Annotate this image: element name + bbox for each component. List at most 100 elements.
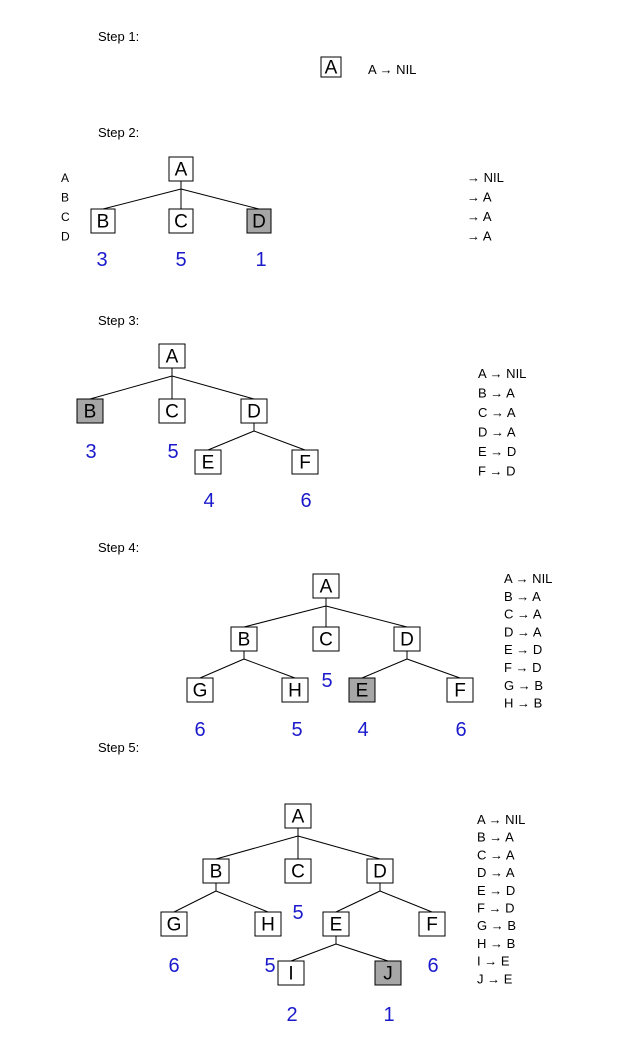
step-3-cost-b: 3	[85, 441, 96, 463]
edge-B-G	[173, 890, 217, 913]
step-4-node-h: H	[288, 681, 302, 702]
step-3-node-f-box	[291, 449, 319, 475]
step-3-node-e: E	[202, 453, 215, 474]
step-2-node-d-box	[246, 208, 272, 234]
step-1-node-a-box	[320, 56, 342, 78]
step-5-node-e-box	[322, 911, 350, 937]
step-4-parent-pointer: H → B	[504, 696, 542, 711]
edge-A-D	[297, 835, 381, 860]
step-4-node-d: D	[400, 630, 414, 651]
step-5-node-j-box	[374, 960, 402, 986]
step-5-node-g-box	[160, 911, 188, 937]
step-2-node-b: B	[97, 212, 110, 233]
edge-B-H	[243, 658, 296, 679]
step-4-node-g-box	[186, 677, 214, 703]
edge-E-I	[290, 943, 337, 962]
step-5-parent-pointer: J → E	[477, 971, 513, 986]
step-5-parent-pointer: C → A	[477, 847, 515, 862]
step-2-open-list-item: D	[61, 230, 70, 244]
step-5-cost-f: 6	[427, 955, 438, 977]
step-4-parent-pointer: B → A	[504, 589, 541, 604]
step-5-cost-i: 2	[286, 1004, 297, 1026]
step-4-cost-e: 4	[357, 719, 368, 741]
step-4-node-e: E	[356, 681, 369, 702]
step-5-node-b-box	[202, 858, 230, 884]
step-4-parent-pointer: D → A	[504, 624, 542, 639]
step-3-node-c: C	[165, 402, 179, 423]
step-4-node-f-box	[446, 677, 474, 703]
step-5-node-h: H	[261, 915, 275, 936]
step-4-label: Step 4:	[98, 540, 139, 555]
step-3-parent-pointer: D → A	[478, 425, 516, 440]
step-3-parent-pointer: F → D	[478, 464, 516, 479]
step-3-parent-pointer: A → NIL	[478, 366, 526, 381]
step-4-node-f: F	[454, 681, 466, 702]
step-5-node-d-box	[366, 858, 394, 884]
step-3-label: Step 3:	[98, 313, 139, 328]
step-4-cost-c: 5	[321, 670, 332, 692]
step-5-label: Step 5:	[98, 740, 139, 755]
step-5-node-g: G	[167, 915, 182, 936]
edge-A-B	[89, 375, 173, 400]
step-5-node-d: D	[373, 862, 387, 883]
step-3-node-f: F	[299, 453, 311, 474]
step-5-node-i-box	[277, 960, 305, 986]
step-3-node-c-box	[158, 398, 186, 424]
step-5-node-f-box	[418, 911, 446, 937]
step-5-parent-pointer: E → D	[477, 883, 515, 898]
step-2-parent-pointer: → A	[467, 229, 492, 244]
edge-D-F	[253, 430, 306, 451]
step-4-parent-pointer: G → B	[504, 678, 543, 693]
step-3-parent-pointer: C → A	[478, 405, 516, 420]
step-2-parent-pointer: → A	[467, 209, 492, 224]
step-2-node-c-box	[168, 208, 194, 234]
step-5-parent-pointer: G → B	[477, 918, 516, 933]
step-5-node-b: B	[210, 862, 223, 883]
step-5-node-c-box	[284, 858, 312, 884]
edge-A-B	[102, 188, 182, 210]
step-3-parent-pointer: E → D	[478, 444, 516, 459]
step-5-cost-c: 5	[292, 902, 303, 924]
step-4-parent-pointer: F → D	[504, 660, 542, 675]
step-4-cost-f: 6	[455, 719, 466, 741]
step-2-open-list-item: B	[61, 191, 69, 205]
step-5-node-c: C	[291, 862, 305, 883]
step-3-parent-pointer: B → A	[478, 386, 515, 401]
step-5-node-j: J	[383, 964, 393, 985]
step-4-node-c: C	[319, 630, 333, 651]
step-5-node-i: I	[288, 964, 293, 985]
step-4-node-b: B	[238, 630, 251, 651]
edge-A-D	[171, 375, 255, 400]
edge-B-G	[199, 658, 245, 679]
step-4-cost-h: 5	[291, 719, 302, 741]
step-2-node-b-box	[90, 208, 116, 234]
step-2-parent-pointer: → A	[467, 190, 492, 205]
step-2-open-list-item: A	[61, 171, 69, 185]
step-4-parent-pointer: E → D	[504, 642, 542, 657]
edge-D-F	[406, 658, 461, 679]
step-4-node-a-box	[312, 573, 340, 599]
step-2-node-d: D	[252, 212, 266, 233]
step-4-node-h-box	[281, 677, 309, 703]
edge-D-E	[335, 890, 381, 913]
step-3-node-d: D	[247, 402, 261, 423]
step-2-label: Step 2:	[98, 125, 139, 140]
step-2-node-c: C	[174, 212, 188, 233]
step-5-node-a: A	[292, 807, 305, 828]
step-5-parent-pointer: A → NIL	[477, 812, 525, 827]
step-2-cost-d: 1	[255, 249, 266, 271]
step-5-node-h-box	[254, 911, 282, 937]
step-5-parent-pointer: H → B	[477, 936, 515, 951]
step-5-node-e: E	[330, 915, 343, 936]
step-4-node-b-box	[230, 626, 258, 652]
step-5-node-f: F	[426, 915, 438, 936]
step-3-cost-f: 6	[300, 490, 311, 512]
step-5-parent-pointer: B → A	[477, 830, 514, 845]
edge-D-E	[361, 658, 408, 679]
step-5-cost-j: 1	[383, 1004, 394, 1026]
step-2-open-list-item: C	[61, 210, 70, 224]
step-2-cost-b: 3	[96, 249, 107, 271]
step-5-parent-pointer: F → D	[477, 901, 515, 916]
step-3-node-e-box	[194, 449, 222, 475]
step-3-node-b: B	[84, 402, 97, 423]
